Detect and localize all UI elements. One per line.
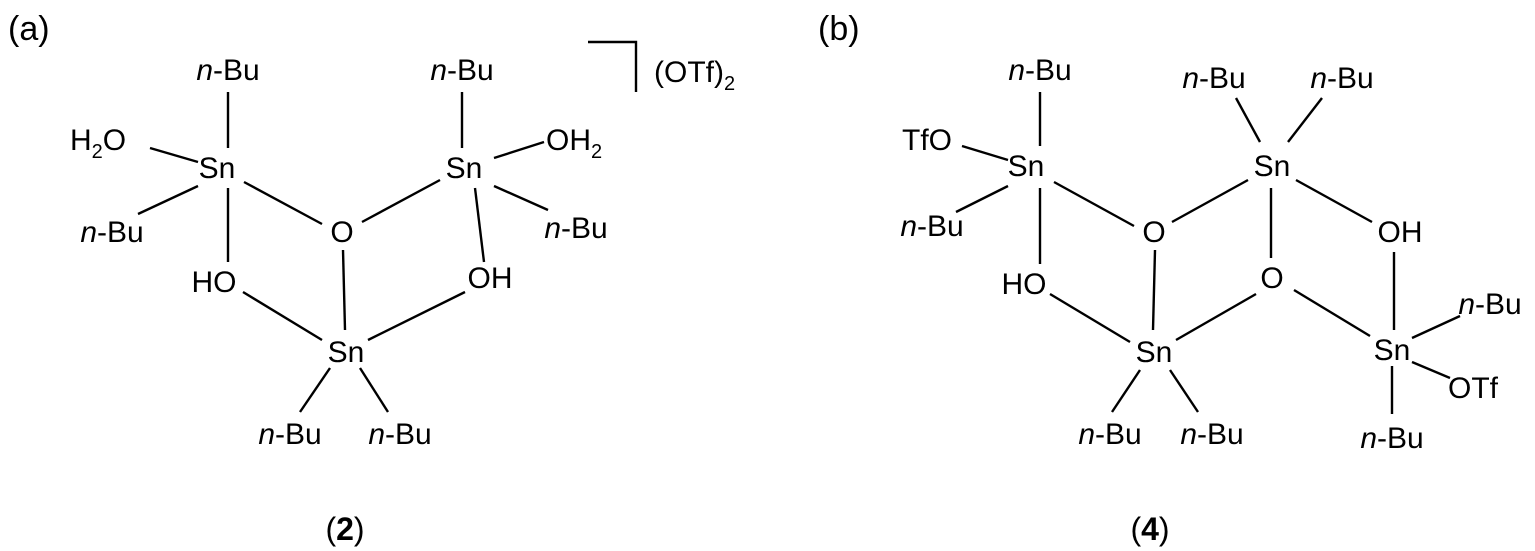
a-sn-bottom: Sn bbox=[328, 336, 365, 369]
bond-snBL-bu-right bbox=[1169, 369, 1199, 413]
b-o-upper: O bbox=[1142, 216, 1165, 249]
bond-snR-oh bbox=[473, 187, 486, 263]
bond-o-snB bbox=[341, 249, 347, 331]
b-sn-bottomleft: Sn bbox=[1136, 336, 1173, 369]
a-compound-caption: (2) bbox=[325, 511, 364, 547]
panel-a-bonds bbox=[137, 40, 638, 413]
a-nbu-bottom-right: n-Bu bbox=[368, 418, 431, 451]
panel-b: (b) n-Bu n-Bu n bbox=[818, 10, 1522, 547]
b-sn-topright: Sn bbox=[1254, 150, 1291, 183]
a-nbu-left: n-Bu bbox=[80, 216, 143, 249]
bond-oU-snBL bbox=[1151, 249, 1157, 331]
b-nbu-top-mid: n-Bu bbox=[1182, 62, 1245, 95]
b-nbu-top-right: n-Bu bbox=[1310, 62, 1373, 95]
bond-snTL-bu-low bbox=[955, 184, 1009, 214]
bond-snR-bu-low bbox=[493, 184, 549, 212]
bond-ho-snBL bbox=[1049, 292, 1131, 344]
b-o-lower: O bbox=[1260, 262, 1283, 295]
b-nbu-top-left: n-Bu bbox=[1008, 54, 1071, 87]
panel-a: (a) n-Bu n-Bu H2O OH2 Sn bbox=[8, 10, 735, 547]
b-oh-right: OH bbox=[1378, 216, 1423, 249]
b-nbu-bottom-mid: n-Bu bbox=[1180, 418, 1243, 451]
a-h2o-label: H2O bbox=[70, 124, 126, 163]
a-counterion: (OTf)2 bbox=[654, 56, 735, 95]
bond-snTL-tfo bbox=[961, 144, 1009, 162]
b-nbu-right-upper: n-Bu bbox=[1458, 288, 1521, 321]
bond-snB-bu-left bbox=[299, 367, 331, 413]
b-sn-topleft: Sn bbox=[1008, 150, 1045, 183]
a-oh2-label: OH2 bbox=[546, 124, 602, 163]
panel-b-bonds bbox=[955, 92, 1461, 414]
b-otf-label: OTf bbox=[1448, 372, 1499, 405]
a-nbu-bottom-left: n-Bu bbox=[258, 418, 321, 451]
bond-snBR-otf bbox=[1411, 360, 1451, 380]
b-compound-caption: (4) bbox=[1130, 511, 1169, 547]
bond-oU-snTR bbox=[1171, 178, 1249, 224]
b-nbu-bottom-right: n-Bu bbox=[1360, 422, 1423, 455]
bond-oL-snBR bbox=[1293, 288, 1371, 338]
b-sn-bottomright: Sn bbox=[1374, 334, 1411, 367]
a-nbu-top-right: n-Bu bbox=[430, 54, 493, 87]
a-sn-left: Sn bbox=[199, 152, 236, 185]
bond-snBL-bu-left bbox=[1111, 369, 1141, 413]
bond-snTR-bu-right bbox=[1287, 97, 1323, 143]
a-ho-left: HO bbox=[192, 266, 237, 299]
bond-oL-snBL bbox=[1175, 292, 1257, 342]
a-oh-right: OH bbox=[468, 262, 513, 295]
bond-snL-o bbox=[243, 180, 323, 226]
panel-b-letter: (b) bbox=[818, 10, 860, 48]
panel-a-labels: n-Bu n-Bu H2O OH2 Sn Sn n-Bu n-Bu O HO O… bbox=[70, 54, 735, 451]
bond-ho-snB bbox=[242, 290, 323, 342]
a-nbu-right: n-Bu bbox=[544, 212, 607, 245]
bond-snTL-oU bbox=[1053, 180, 1135, 228]
b-ho-left: HO bbox=[1002, 268, 1047, 301]
panel-b-labels: n-Bu n-Bu n-Bu TfO Sn Sn n-Bu O OH O HO … bbox=[900, 54, 1521, 455]
b-nbu-left: n-Bu bbox=[900, 210, 963, 243]
bond-snB-bu-right bbox=[358, 367, 390, 413]
panel-a-letter: (a) bbox=[8, 10, 50, 48]
b-tfo-label: TfO bbox=[902, 124, 952, 157]
a-sn-right: Sn bbox=[446, 152, 483, 185]
bond-snTR-bu-left bbox=[1234, 97, 1262, 143]
bond-snL-bu-low bbox=[137, 184, 199, 216]
bond-snBR-bu-top bbox=[1411, 314, 1461, 340]
bond-snTR-ohR bbox=[1295, 178, 1373, 224]
counterion-bracket bbox=[588, 40, 638, 92]
bond-snR-oh2 bbox=[493, 140, 545, 160]
a-nbu-top-left: n-Bu bbox=[196, 54, 259, 87]
bond-o-snR bbox=[361, 178, 441, 224]
bond-snL-h2o bbox=[149, 146, 199, 164]
b-nbu-bottom-left: n-Bu bbox=[1078, 418, 1141, 451]
a-o-center: O bbox=[330, 216, 353, 249]
bond-oh-snB bbox=[367, 290, 466, 342]
